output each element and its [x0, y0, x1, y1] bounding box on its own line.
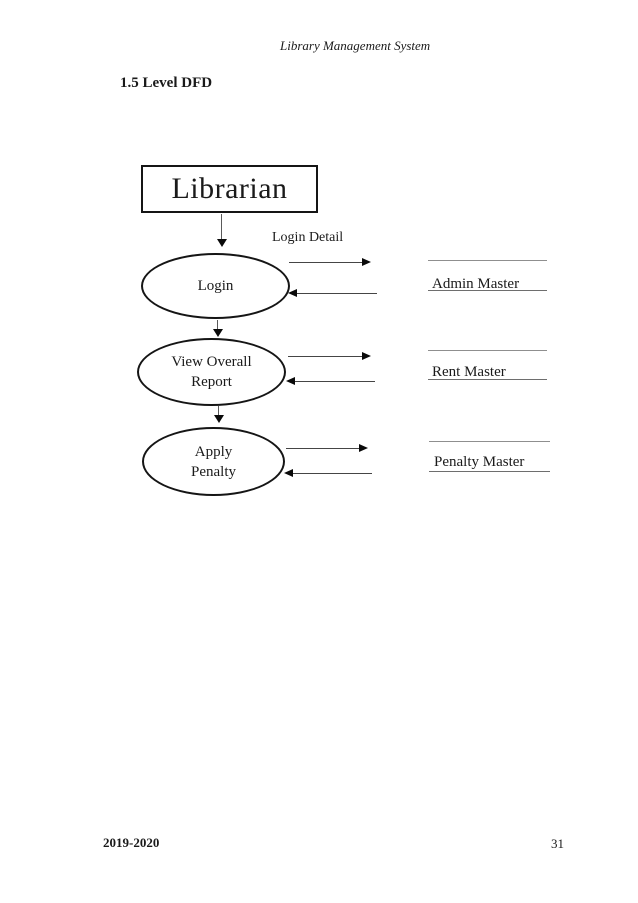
arrow-left-icon: [288, 289, 297, 297]
arrow-left-icon: [286, 377, 295, 385]
datastore-rent-master-label: Rent Master: [432, 364, 506, 380]
arrow-down-icon: [217, 239, 227, 247]
process-apply-penalty-label-line1: Apply: [194, 443, 233, 460]
arrow-librarian-to-login-line: [221, 214, 222, 240]
entity-librarian-box: Librarian: [141, 165, 318, 213]
datastore-penalty-master-label: Penalty Master: [434, 454, 525, 470]
footer-page-number: 31: [551, 836, 564, 851]
entity-librarian-label: Librarian: [171, 172, 288, 205]
arrow-rent-master-to-report-line: [295, 381, 375, 382]
arrow-penalty-master-to-penalty-line: [293, 473, 372, 474]
footer-year: 2019-2020: [103, 835, 160, 850]
datastore-admin-master-bottom-line: [428, 290, 547, 291]
flow-label-login-detail: Login Detail: [272, 230, 344, 245]
datastore-admin-master-top-line: [428, 260, 547, 261]
process-view-overall-report-label-line2: Report: [191, 374, 232, 390]
section-heading: 1.5 Level DFD: [120, 75, 213, 91]
arrow-right-icon: [359, 444, 368, 452]
arrow-right-icon: [362, 258, 371, 266]
page-header-title: Library Management System: [280, 38, 431, 53]
process-apply-penalty-ellipse: Apply Penalty: [142, 427, 285, 496]
process-login-label-line1: Login: [197, 278, 234, 294]
datastore-penalty-master-top-line: [429, 441, 550, 442]
arrow-penalty-to-penalty-master-line: [286, 448, 359, 449]
arrow-login-to-admin-master-line: [289, 262, 362, 263]
arrow-report-to-rent-master-line: [288, 356, 362, 357]
process-view-overall-report-label-line1: View Overall: [171, 354, 252, 370]
datastore-rent-master-bottom-line: [428, 379, 547, 380]
process-login-ellipse: Login: [141, 253, 290, 319]
arrow-right-icon: [362, 352, 371, 360]
arrow-down-icon: [213, 329, 223, 337]
datastore-admin-master-label: Admin Master: [432, 276, 520, 292]
datastore-rent-master-top-line: [428, 350, 547, 351]
arrow-report-to-penalty-line: [218, 406, 219, 416]
arrow-down-icon: [214, 415, 224, 423]
datastore-penalty-master-bottom-line: [429, 471, 550, 472]
process-view-overall-report-ellipse: View Overall Report: [137, 338, 286, 406]
arrow-admin-master-to-login-line: [297, 293, 377, 294]
arrow-login-to-report-line: [217, 320, 218, 330]
arrow-left-icon: [284, 469, 293, 477]
process-apply-penalty-label-line2: Penalty: [191, 463, 236, 480]
